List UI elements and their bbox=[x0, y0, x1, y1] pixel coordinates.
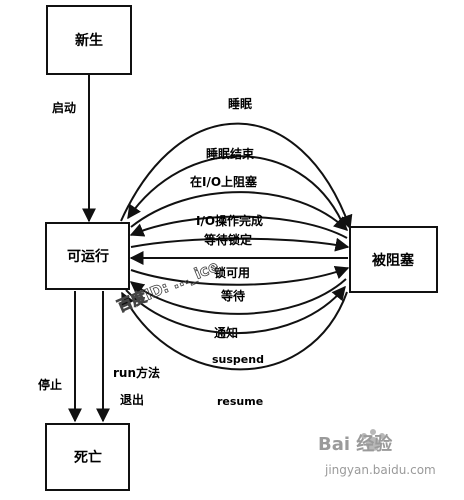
edge-io-block-arrow bbox=[130, 191, 349, 231]
node-runnable-label: 可运行 bbox=[67, 248, 109, 265]
node-dead-label: 死亡 bbox=[73, 449, 102, 466]
edge-wait-lock-arrow bbox=[130, 237, 350, 252]
node-new: 新生 bbox=[46, 5, 132, 75]
edge-notify-arrow bbox=[129, 278, 347, 315]
edge-wait-lock-label: 等待锁定 bbox=[203, 232, 252, 247]
logo-text: Bai 经验 bbox=[318, 433, 393, 455]
node-dead: 死亡 bbox=[45, 423, 130, 491]
watermark-text: 百度ID: ..._ice bbox=[115, 257, 222, 316]
node-new-label: 新生 bbox=[75, 32, 103, 49]
node-blocked: 被阻塞 bbox=[349, 226, 438, 293]
edge-sleep-arrow bbox=[120, 122, 353, 230]
edge-sleep-label: 睡眠 bbox=[228, 96, 252, 111]
edge-start-label: 启动 bbox=[52, 100, 76, 115]
edge-suspend-label: suspend bbox=[212, 353, 264, 366]
edge-io-done-label: I/O操作完成 bbox=[196, 213, 263, 228]
edge-resume-label: resume bbox=[217, 395, 263, 408]
edge-stop-label: 停止 bbox=[38, 377, 62, 392]
logo-url: jingyan.baidu.com bbox=[324, 463, 436, 477]
paw-icon bbox=[366, 437, 380, 451]
edge-io-block-label: 在I/O上阻塞 bbox=[190, 174, 258, 189]
node-runnable: 可运行 bbox=[45, 222, 130, 290]
edge-wait-arrow bbox=[130, 265, 350, 286]
edge-run-exit-label-2: 退出 bbox=[120, 392, 144, 407]
edge-suspend-arrow bbox=[125, 285, 346, 335]
edge-run-exit-label-1: run方法 bbox=[113, 365, 160, 380]
edge-resume-arrow bbox=[121, 291, 348, 371]
baidu-logo: Bai 经验 jingyan.baidu.com bbox=[318, 429, 436, 477]
edge-lock-available-label: 锁可用 bbox=[214, 265, 250, 280]
edge-io-done-arrow bbox=[129, 215, 348, 239]
edge-sleep-end-arrow bbox=[127, 155, 343, 223]
edge-sleep-end-label: 睡眠结束 bbox=[206, 146, 255, 161]
node-blocked-label: 被阻塞 bbox=[372, 252, 415, 269]
edge-wait-label: 等待 bbox=[220, 288, 245, 303]
